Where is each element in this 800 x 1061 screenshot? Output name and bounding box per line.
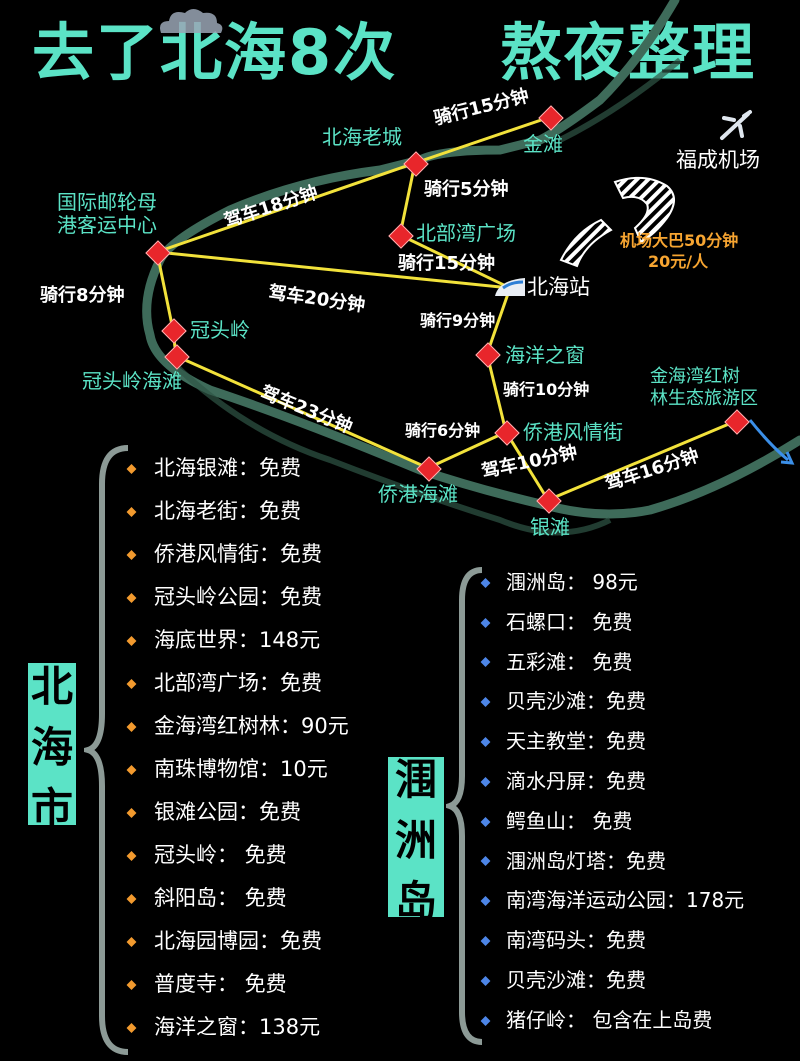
route-line — [547, 419, 737, 502]
place-mangrove-line1: 金海湾红树 — [650, 366, 740, 387]
list-item: 南湾码头：免费 — [480, 921, 744, 961]
route-label: 骑行15分钟 — [398, 253, 496, 274]
list-item: 涠洲岛： 98元 — [480, 563, 744, 603]
train-icon — [495, 278, 525, 296]
list-item: 海洋之窗：138元 — [126, 1006, 349, 1049]
route-map — [142, 0, 800, 536]
place-qiaogang-street: 侨港风情街 — [523, 420, 623, 444]
place-ocean-window: 海洋之窗 — [505, 343, 585, 367]
list-item: 北部湾广场：免费 — [126, 662, 349, 705]
list-item: 斜阳岛： 免费 — [126, 877, 349, 920]
place-cruise-center-line2: 港客运中心 — [57, 213, 157, 237]
list-item: 天主教堂：免费 — [480, 722, 744, 762]
place-mangrove-line2: 林生态旅游区 — [650, 388, 758, 409]
list-item: 猪仔岭： 包含在上岛费 — [480, 1001, 744, 1041]
place-qiaogang-beach: 侨港海滩 — [378, 482, 458, 506]
place-beibuwan-square: 北部湾广场 — [416, 221, 516, 245]
weizhou-island-label: 涠 洲 岛 — [388, 755, 444, 926]
list-item: 涠洲岛灯塔：免费 — [480, 842, 744, 882]
beihai-city-label-char: 市 — [30, 783, 73, 833]
list-item: 普度寺： 免费 — [126, 963, 349, 1006]
place-jintan: 金滩 — [523, 132, 563, 156]
route-line — [398, 162, 417, 236]
list-item: 海底世界：148元 — [126, 619, 349, 662]
list-item: 冠头岭公园：免费 — [126, 576, 349, 619]
airport-bus-line2: 20元/人 — [648, 252, 709, 271]
place-guantouling: 冠头岭 — [190, 318, 250, 342]
beihai-city-list: 北海银滩：免费 北海老街：免费 侨港风情街：免费 冠头岭公园：免费 海底世界：1… — [126, 447, 349, 1049]
arrow-icon — [748, 419, 789, 462]
beihai-city-label-char: 海 — [30, 722, 73, 772]
route-line — [156, 161, 416, 254]
place-cruise-center-line1: 国际邮轮母 — [57, 190, 157, 214]
route-line — [485, 353, 508, 433]
place-fucheng-airport: 福成机场 — [676, 148, 760, 172]
list-item: 滴水丹屏：免费 — [480, 762, 744, 802]
list-item: 北海银滩：免费 — [126, 447, 349, 490]
list-item: 鳄鱼山： 免费 — [480, 802, 744, 842]
cloud-icon — [160, 9, 223, 33]
list-item: 银滩公园：免费 — [126, 791, 349, 834]
place-guantouling-beach: 冠头岭海滩 — [82, 369, 182, 393]
route-line — [399, 233, 511, 290]
list-item: 北海园博园：免费 — [126, 920, 349, 963]
list-item: 南湾海洋运动公园：178元 — [480, 881, 744, 921]
weizhou-island-list: 涠洲岛： 98元 石螺口： 免费 五彩滩： 免费 贝壳沙滩：免费 天主教堂：免费… — [480, 563, 744, 1041]
route-line — [156, 250, 511, 290]
brace-right — [446, 567, 483, 1045]
beihai-city-label-char: 北 — [30, 661, 73, 711]
list-item: 贝壳沙滩：免费 — [480, 961, 744, 1001]
list-item: 贝壳沙滩：免费 — [480, 682, 744, 722]
route-line — [485, 287, 512, 355]
route-label: 骑行5分钟 — [424, 179, 509, 200]
route-line — [155, 251, 175, 331]
list-item: 金海湾红树林：90元 — [126, 705, 349, 748]
route-line — [427, 430, 507, 470]
route-label: 骑行8分钟 — [40, 285, 125, 306]
list-item: 南珠博物馆：10元 — [126, 748, 349, 791]
route-line — [414, 115, 551, 165]
coastline-north — [558, 57, 682, 143]
place-beihai-station: 北海站 — [527, 275, 590, 299]
route-line — [504, 431, 550, 501]
airplane-icon — [720, 110, 752, 140]
route-label: 骑行6分钟 — [405, 421, 481, 440]
list-item: 侨港风情街：免费 — [126, 533, 349, 576]
list-item: 北海老街：免费 — [126, 490, 349, 533]
route-line — [175, 354, 429, 470]
coastline-south — [167, 357, 612, 536]
beihai-city-label: 北 海 市 — [28, 662, 76, 833]
weizhou-island-label-char: 岛 — [394, 876, 437, 926]
list-item: 五彩滩： 免费 — [480, 643, 744, 683]
brace-left — [84, 445, 129, 1055]
airport-bus-line1: 机场大巴50分钟 — [620, 231, 739, 250]
place-yintan: 银滩 — [530, 515, 570, 539]
striped-arrow-icon — [559, 176, 675, 268]
coastline — [142, 0, 800, 519]
list-item: 冠头岭： 免费 — [126, 834, 349, 877]
route-label: 骑行10分钟 — [503, 380, 590, 399]
weizhou-island-label-char: 洲 — [394, 815, 437, 865]
place-beihai-old-town: 北海老城 — [322, 125, 402, 149]
weizhou-island-label-char: 涠 — [394, 754, 437, 804]
list-item: 石螺口： 免费 — [480, 603, 744, 643]
route-label: 骑行9分钟 — [420, 311, 496, 330]
